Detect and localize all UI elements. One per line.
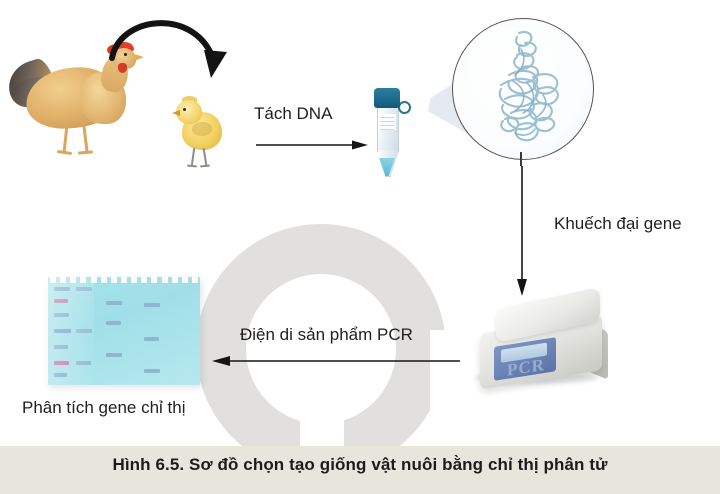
magnifier-stem bbox=[520, 152, 522, 166]
gel-band bbox=[54, 287, 70, 291]
gel-glare bbox=[48, 277, 94, 385]
watermark-counter bbox=[246, 274, 396, 424]
gel-well bbox=[90, 277, 97, 283]
gel-well bbox=[80, 277, 87, 283]
tube-cap bbox=[374, 88, 400, 108]
hen-wattle bbox=[118, 63, 127, 73]
chick-foot bbox=[199, 164, 211, 168]
watermark-shape bbox=[196, 224, 446, 474]
chick-leg bbox=[190, 147, 196, 167]
gel-band bbox=[106, 321, 121, 325]
gel-well bbox=[50, 277, 56, 283]
microcentrifuge-tube bbox=[370, 88, 411, 178]
hen-foot bbox=[56, 149, 73, 156]
gel-well bbox=[100, 277, 107, 283]
gel-band bbox=[54, 361, 69, 365]
gel-well bbox=[171, 277, 178, 283]
gel-band bbox=[144, 337, 159, 341]
label-extract-dna: Tách DNA bbox=[254, 104, 333, 123]
gel-wells bbox=[48, 277, 200, 284]
label-analyze-marker: Phân tích gene chỉ thị bbox=[22, 398, 186, 417]
gel-band bbox=[106, 301, 122, 305]
gel-band bbox=[54, 313, 69, 317]
label-electrophoresis: Điện di sản phẩm PCR bbox=[240, 325, 413, 344]
gel-well bbox=[141, 277, 148, 283]
gel-band bbox=[54, 329, 71, 333]
gel-well bbox=[110, 277, 117, 283]
gel-band bbox=[54, 299, 68, 303]
gel-band bbox=[144, 303, 160, 307]
magnified-dna-circle bbox=[452, 18, 594, 160]
gel-band bbox=[76, 287, 92, 291]
hen-leg bbox=[82, 125, 89, 153]
hen-beak bbox=[134, 54, 144, 61]
gel-well bbox=[191, 277, 198, 283]
tube-hinge bbox=[398, 101, 411, 114]
chick-head bbox=[176, 100, 202, 124]
gel-well bbox=[70, 277, 77, 283]
chick-eye bbox=[183, 108, 186, 111]
gel-band bbox=[76, 329, 92, 333]
chick-leg bbox=[202, 147, 208, 167]
electrophoresis-gel bbox=[48, 277, 200, 385]
hen-foot bbox=[77, 150, 94, 155]
gel-well bbox=[60, 277, 67, 283]
hen-eye bbox=[124, 53, 127, 56]
chick-beak bbox=[172, 110, 180, 116]
tube-label bbox=[378, 114, 396, 130]
figure-caption: Hình 6.5. Sơ đồ chọn tạo giống vật nuôi … bbox=[112, 455, 608, 474]
gel-well bbox=[161, 277, 168, 283]
gel-band bbox=[54, 373, 67, 377]
label-amplify-gene: Khuếch đại gene bbox=[554, 214, 682, 233]
gel-well bbox=[151, 277, 158, 283]
gel-band bbox=[76, 361, 91, 365]
gel-band bbox=[144, 369, 160, 373]
dna-strand-icon bbox=[498, 30, 559, 142]
gel-well bbox=[181, 277, 188, 283]
chick-foot bbox=[186, 164, 198, 168]
chick-illustration bbox=[168, 96, 230, 174]
chick-wing bbox=[192, 122, 212, 136]
gel-band bbox=[106, 353, 122, 357]
pcr-thermocycler: PCR bbox=[474, 287, 618, 394]
caption-band bbox=[0, 446, 720, 494]
hen-leg bbox=[62, 125, 69, 153]
gel-band bbox=[54, 345, 68, 349]
hen-illustration bbox=[2, 42, 148, 172]
gel-well bbox=[131, 277, 138, 283]
gel-well bbox=[120, 277, 127, 283]
